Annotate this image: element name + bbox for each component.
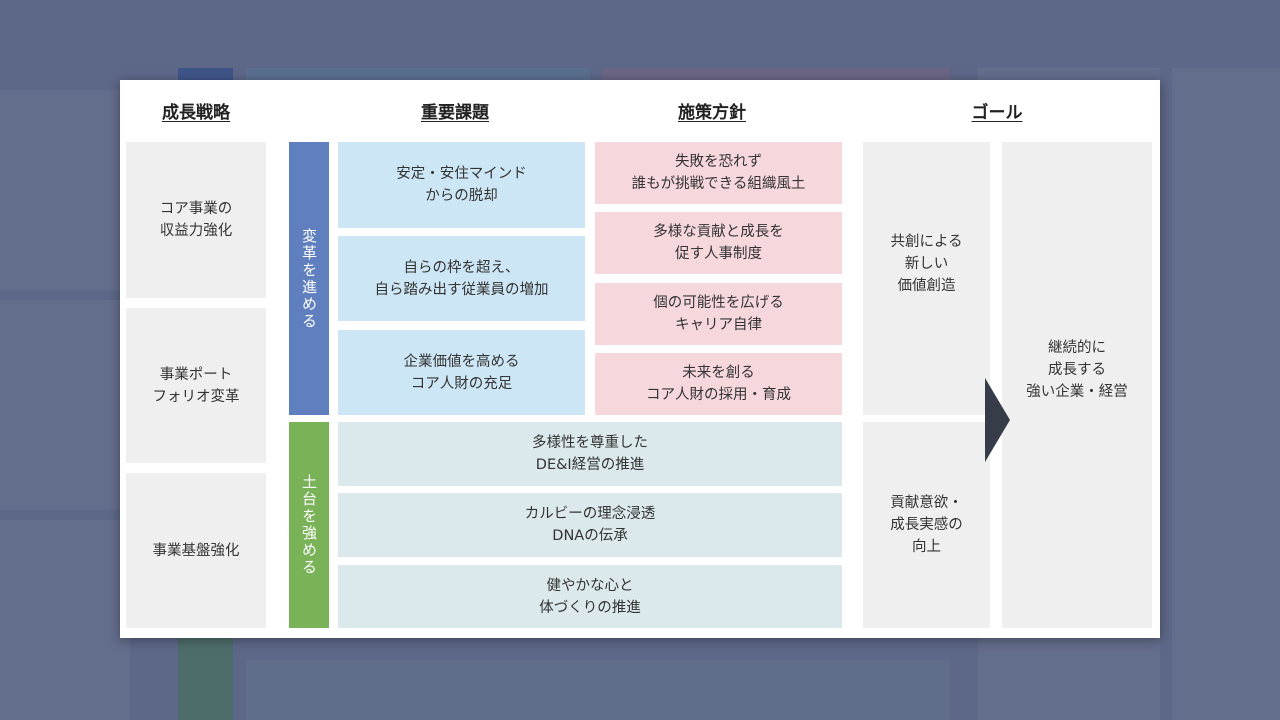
background-block <box>0 520 130 720</box>
background-block <box>246 660 950 720</box>
issue-box: 企業価値を高める コア人財の充足 <box>338 330 585 415</box>
strategy-box: 事業ポート フォリオ変革 <box>126 308 266 463</box>
policy-box: 未来を創る コア人財の採用・育成 <box>595 353 842 415</box>
foundation-bar: 土台を強める <box>289 422 329 628</box>
foundation-box: 多様性を尊重した DE&I経営の推進 <box>338 422 842 486</box>
foundation-box: カルビーの理念浸透 DNAの伝承 <box>338 493 842 557</box>
background-block <box>0 90 130 290</box>
foundation-box: 健やかな心と 体づくりの推進 <box>338 565 842 628</box>
policy-box: 失敗を恐れず 誰もが挑戦できる組織風土 <box>595 142 842 204</box>
header-strategy: 成長戦略 <box>162 103 230 123</box>
lightbox-image-diagram: 成長戦略 重要課題 施策方針 ゴール コア事業の 収益力強化 事業ポート フォリ… <box>120 80 1160 638</box>
transform-bar: 変革を進める <box>289 142 329 415</box>
header-policy: 施策方針 <box>678 103 746 123</box>
goal-box: 貢献意欲・ 成長実感の 向上 <box>863 422 990 628</box>
policy-box: 多様な貢献と成長を 促す人事制度 <box>595 212 842 274</box>
final-goal-box: 継続的に 成長する 強い企業・経営 <box>1002 142 1152 628</box>
strategy-box: 事業基盤強化 <box>126 473 266 628</box>
header-issues: 重要課題 <box>421 103 489 123</box>
issue-box: 安定・安住マインド からの脱却 <box>338 142 585 228</box>
strategy-box: コア事業の 収益力強化 <box>126 142 266 298</box>
goal-box: 共創による 新しい 価値創造 <box>863 142 990 415</box>
issue-box: 自らの枠を超え、 自ら踏み出す従業員の増加 <box>338 236 585 321</box>
arrow-right-icon <box>985 378 1010 462</box>
header-goal: ゴール <box>971 103 1023 123</box>
background-block <box>1172 68 1280 720</box>
policy-box: 個の可能性を広げる キャリア自律 <box>595 283 842 345</box>
background-block <box>0 300 130 510</box>
